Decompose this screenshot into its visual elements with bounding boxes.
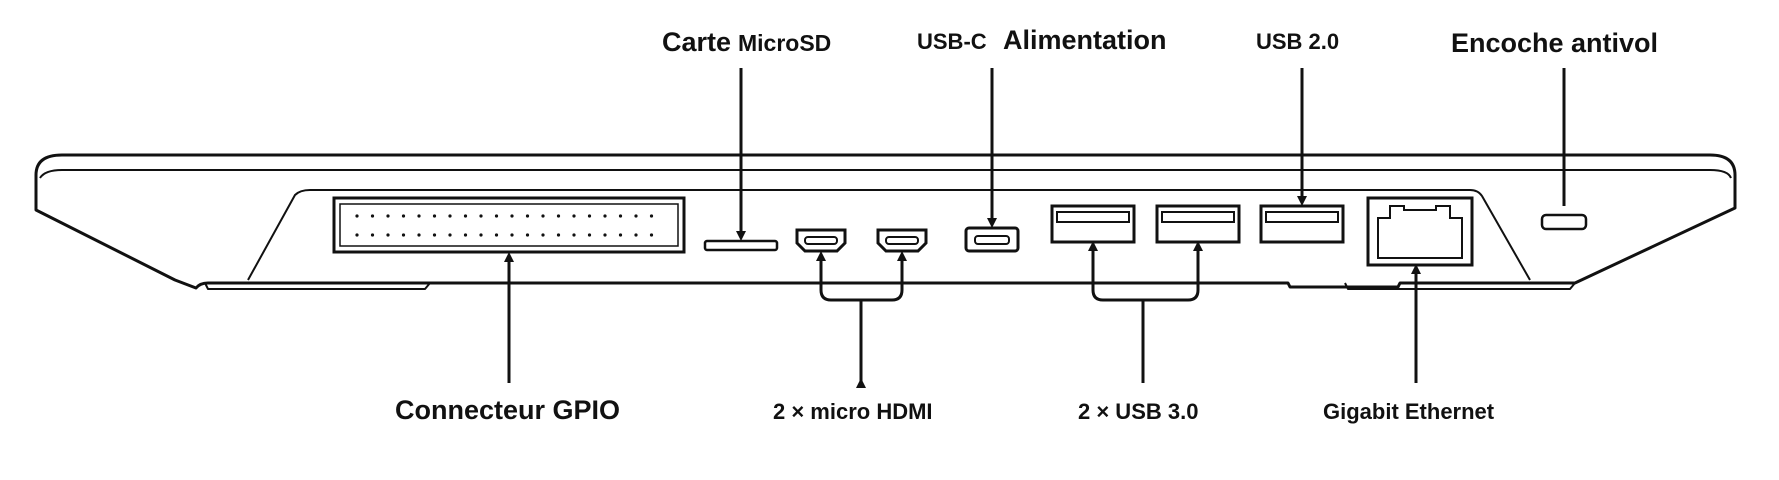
- device-body: [34, 153, 1737, 290]
- gpio-pin: [355, 233, 359, 237]
- gpio-pin: [525, 233, 530, 237]
- device-outline: [34, 153, 1737, 290]
- label-hdmi: 2 × micro HDMI: [773, 399, 933, 424]
- foot-left: [204, 282, 431, 290]
- gpio-pin: [370, 214, 375, 218]
- gpio-pin: [448, 214, 452, 218]
- gpio-pin: [510, 214, 514, 218]
- gpio-pin: [494, 214, 499, 218]
- gpio-pin: [649, 233, 654, 237]
- gpio-pin: [634, 214, 638, 218]
- gpio-pin: [401, 214, 406, 218]
- security-slot: [1540, 213, 1588, 231]
- gpio-pin: [463, 233, 468, 237]
- gpio-pin: [556, 214, 561, 218]
- gpio-pin: [370, 233, 375, 237]
- gpio-pin: [432, 233, 437, 237]
- gpio-pin: [525, 214, 530, 218]
- foot-right: [1344, 282, 1576, 290]
- gpio-pin: [355, 214, 359, 218]
- usb3-port-1: [1050, 204, 1136, 244]
- gpio-pin: [556, 233, 561, 237]
- label-microsd-name: MicroSD: [738, 30, 831, 56]
- usb3-port-2: [1155, 204, 1241, 244]
- gpio-pin: [634, 233, 638, 237]
- gpio-pin: [432, 214, 437, 218]
- gpio-pin: [417, 214, 421, 218]
- label-ethernet: Gigabit Ethernet: [1323, 399, 1495, 424]
- label-usb2: USB 2.0: [1256, 29, 1339, 54]
- label-usbc-prefix: USB-C: [917, 29, 987, 54]
- gpio-pin: [541, 233, 545, 237]
- gpio-pin: [386, 233, 390, 237]
- gpio-pin: [479, 233, 483, 237]
- gpio-pin: [494, 233, 499, 237]
- micro-hdmi-port-2: [876, 228, 928, 253]
- gpio-pin: [417, 233, 421, 237]
- callout-usb3: [1091, 289, 1200, 383]
- label-usbc-power: Alimentation: [1003, 25, 1167, 55]
- ethernet-port: [1366, 196, 1474, 267]
- label-usb3: 2 × USB 3.0: [1078, 399, 1198, 424]
- gpio-pin: [603, 214, 607, 218]
- gpio-pin: [510, 233, 514, 237]
- usb-c-port: [964, 226, 1020, 253]
- label-antivol: Encoche antivol: [1451, 28, 1658, 58]
- device-front-panel: [247, 189, 1531, 281]
- gpio-pin: [649, 214, 654, 218]
- gpio-pin: [448, 233, 452, 237]
- gpio-pin: [463, 214, 468, 218]
- gpio-pins: [355, 214, 654, 237]
- device-top-edge: [39, 169, 1732, 179]
- gpio-pin: [572, 233, 576, 237]
- gpio-pin: [386, 214, 390, 218]
- callout-hdmi: [819, 256, 904, 383]
- gpio-pin: [572, 214, 576, 218]
- gpio-pin: [587, 214, 592, 218]
- gpio-pin: [618, 233, 623, 237]
- gpio-pin: [587, 233, 592, 237]
- usb2-port: [1259, 204, 1345, 244]
- gpio-connector: [332, 196, 686, 254]
- label-microsd-carte: Carte: [662, 27, 731, 57]
- label-gpio: Connecteur GPIO: [395, 395, 620, 425]
- callout-lines: [504, 68, 1566, 383]
- microsd-slot: [703, 239, 779, 252]
- gpio-pin: [479, 214, 483, 218]
- micro-hdmi-port-1: [795, 228, 847, 253]
- gpio-pin: [603, 233, 607, 237]
- gpio-pin: [541, 214, 545, 218]
- gpio-pin: [618, 214, 623, 218]
- gpio-pin: [401, 233, 406, 237]
